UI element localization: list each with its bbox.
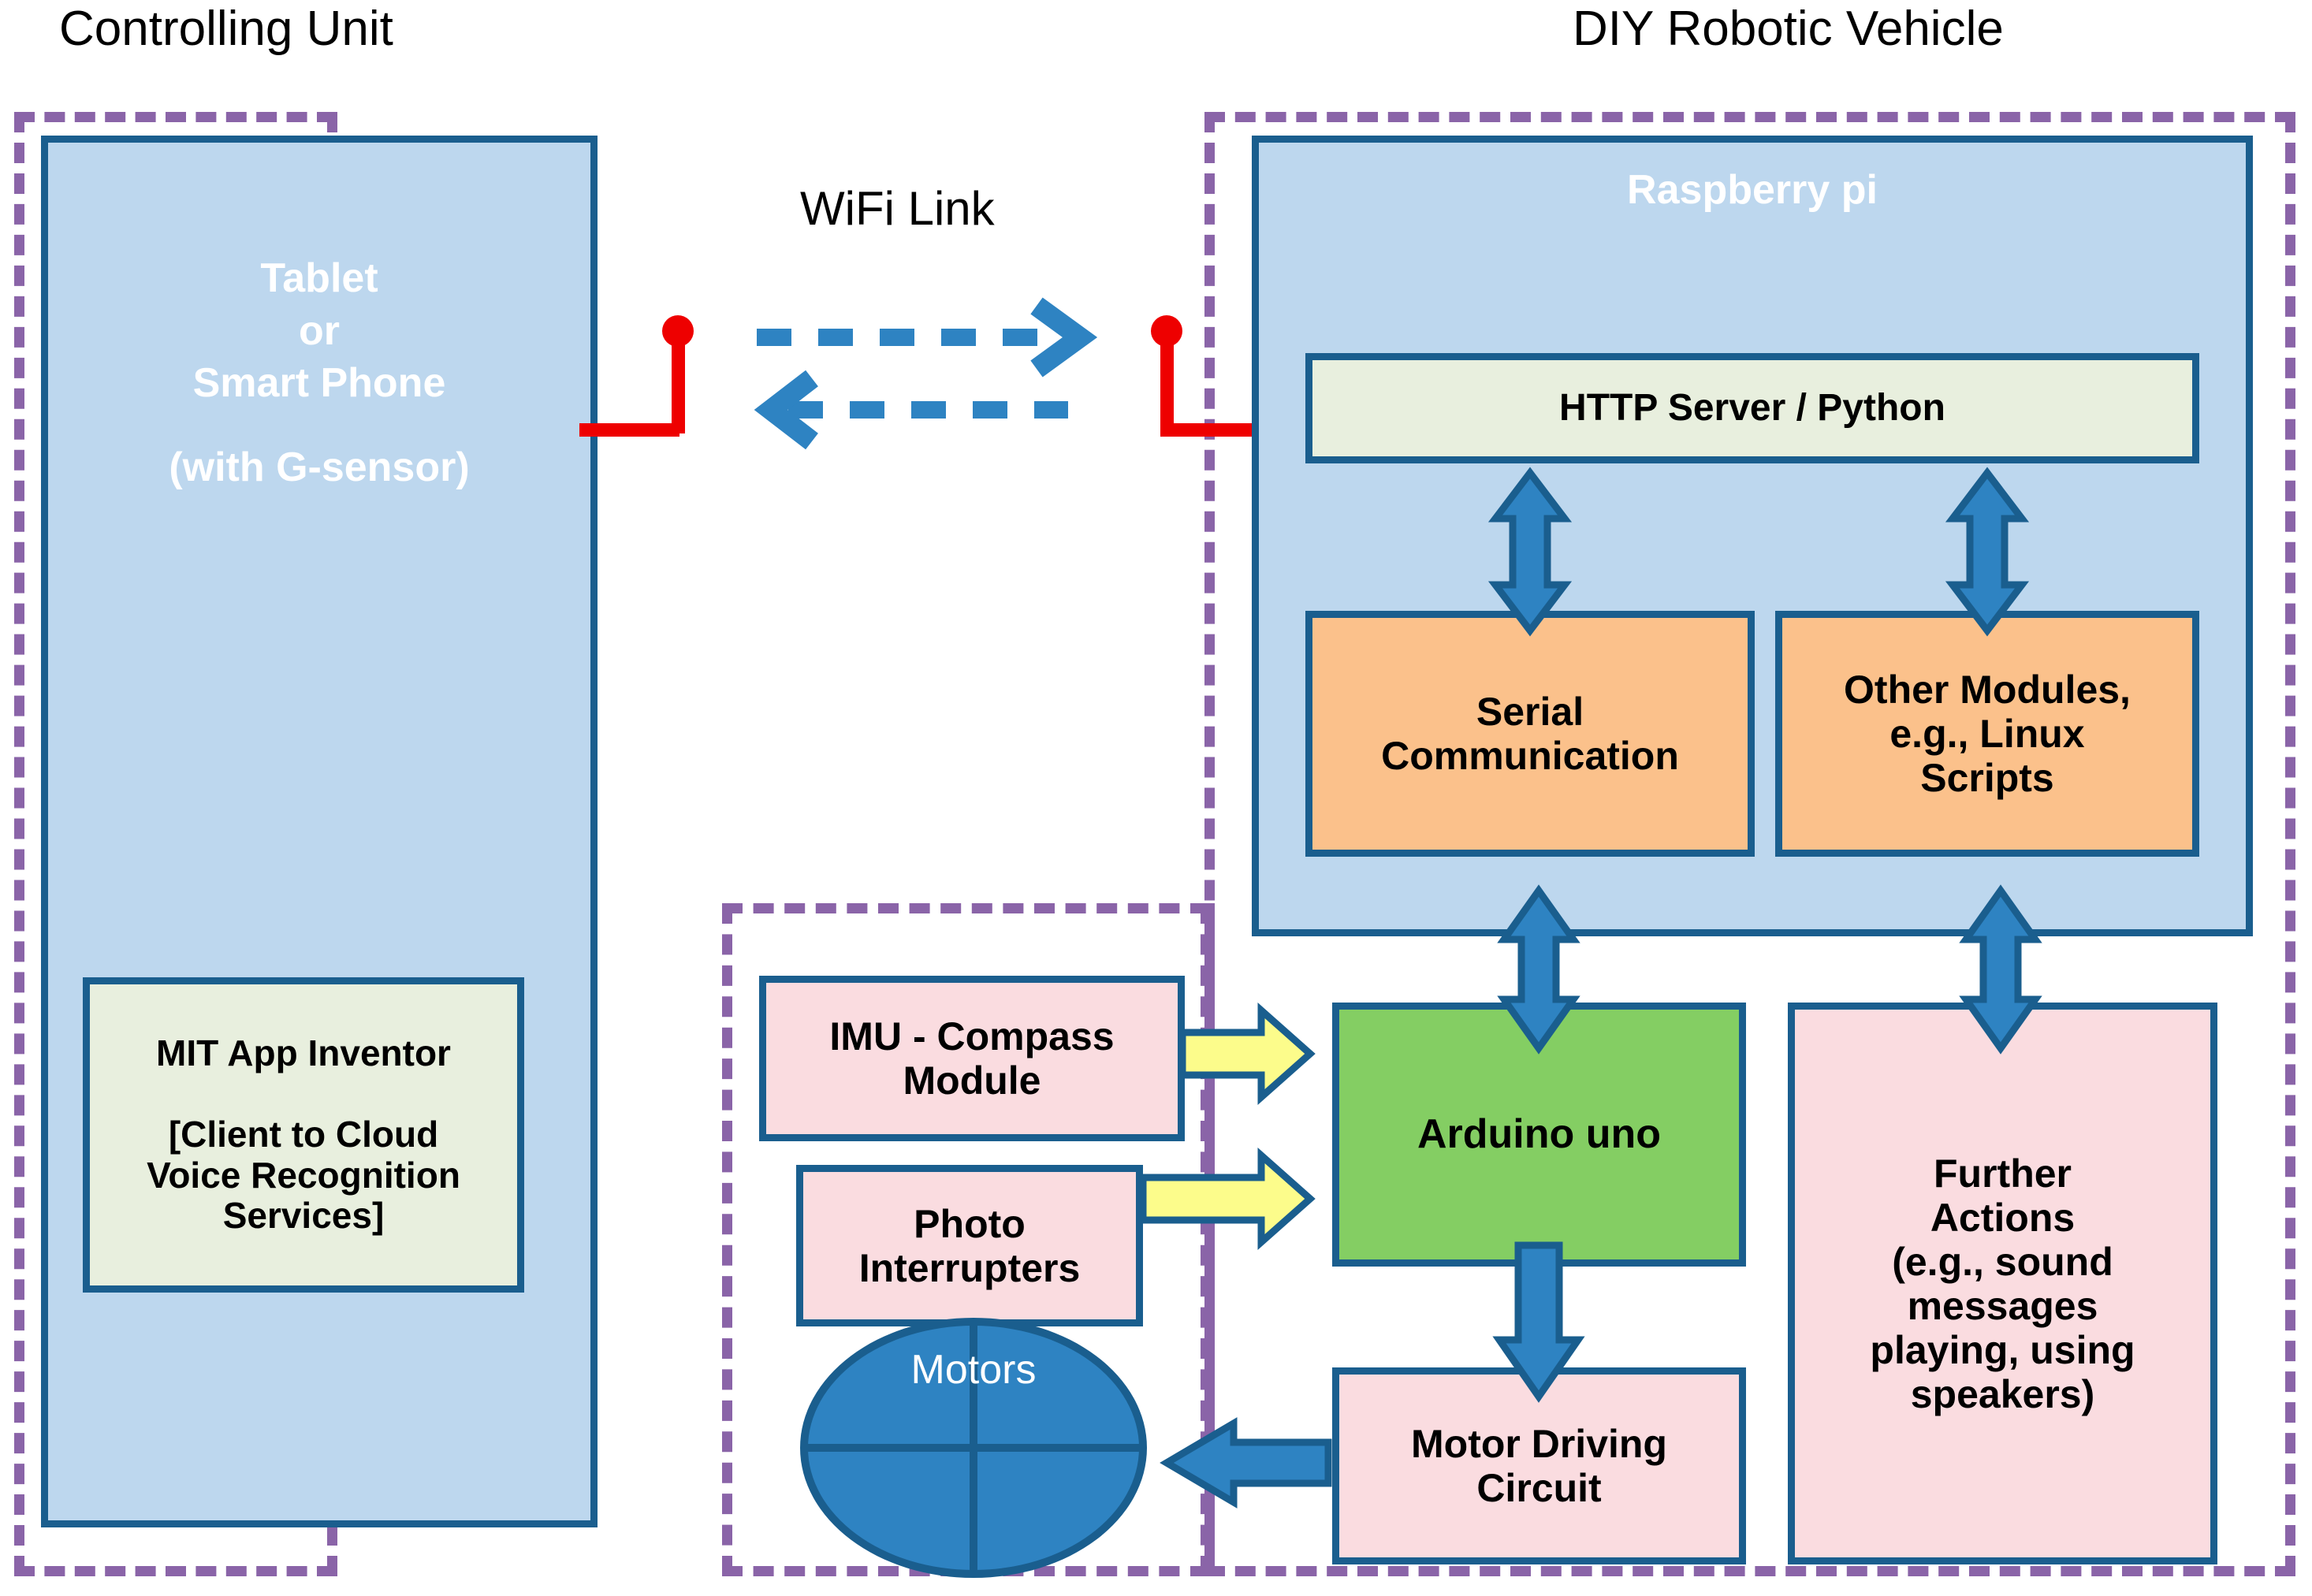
- photo-line-2: Interrupters: [858, 1245, 1081, 1290]
- motor-driving-circuit-box[interactable]: Motor Driving Circuit: [1332, 1367, 1746, 1564]
- mit-app-inventor-text: MIT App Inventor [Client to Cloud Voice …: [90, 1032, 517, 1237]
- further-actions-line-3: (e.g., sound: [1892, 1239, 2113, 1284]
- motor-driver-line-2: Circuit: [1476, 1466, 1602, 1510]
- other-modules-box[interactable]: Other Modules, e.g., Linux Scripts: [1775, 611, 2199, 857]
- photo-interrupters-box[interactable]: Photo Interrupters: [796, 1165, 1143, 1326]
- serial-line-2: Communication: [1381, 734, 1679, 778]
- arduino-uno-label: Arduino uno: [1417, 1111, 1662, 1158]
- mit-line-3: Voice Recognition: [147, 1154, 460, 1196]
- serial-communication-box[interactable]: Serial Communication: [1305, 611, 1755, 857]
- serial-line-1: Serial: [1476, 690, 1584, 734]
- http-server-label: HTTP Server / Python: [1559, 387, 1945, 430]
- raspberry-pi-label: Raspberry pi: [1627, 167, 1878, 213]
- wifi-downlink-arrow: [754, 370, 1068, 450]
- mit-app-inventor-box[interactable]: MIT App Inventor [Client to Cloud Voice …: [83, 977, 524, 1293]
- mit-line-2: [Client to Cloud: [168, 1114, 439, 1155]
- imu-line-1: IMU - Compass: [829, 1014, 1115, 1058]
- further-actions-box[interactable]: Further Actions (e.g., sound messages pl…: [1788, 1003, 2217, 1564]
- photo-interrupters-label: Photo Interrupters: [803, 1202, 1136, 1290]
- tablet-line-4: (with G-sensor): [169, 444, 470, 490]
- other-modules-label: Other Modules, e.g., Linux Scripts: [1782, 668, 2192, 800]
- tablet-line-1: Tablet: [260, 255, 378, 301]
- further-actions-line-2: Actions: [1930, 1195, 2076, 1240]
- imu-compass-module-box[interactable]: IMU - Compass Module: [759, 976, 1185, 1141]
- shared-boundary-divider: [1204, 903, 1215, 1576]
- further-actions-line-6: speakers): [1910, 1371, 2095, 1416]
- motors-label: Motors: [910, 1347, 1037, 1393]
- motor-driving-circuit-label: Motor Driving Circuit: [1339, 1422, 1739, 1510]
- other-modules-line-1: Other Modules,: [1844, 668, 2131, 712]
- other-modules-line-3: Scripts: [1920, 756, 2054, 800]
- right-antenna-stem: [1160, 339, 1174, 433]
- imu-compass-module-label: IMU - Compass Module: [766, 1014, 1178, 1103]
- wheel-horizontal-spoke: [808, 1444, 1139, 1452]
- serial-communication-label: Serial Communication: [1312, 690, 1748, 778]
- imu-line-2: Module: [903, 1058, 1041, 1103]
- left-antenna-connector: [579, 315, 713, 441]
- left-antenna-stem: [672, 339, 685, 433]
- further-actions-line-5: playing, using: [1870, 1327, 2135, 1372]
- left-antenna-lead: [579, 423, 679, 437]
- tablet-device-box[interactable]: [41, 136, 598, 1527]
- arduino-uno-box[interactable]: Arduino uno: [1332, 1003, 1746, 1267]
- motors-wheel[interactable]: Motors: [800, 1318, 1147, 1578]
- motor-driver-line-1: Motor Driving: [1411, 1422, 1667, 1466]
- controlling-unit-title: Controlling Unit: [59, 2, 393, 56]
- tablet-device-label: Tablet or Smart Phone (with G-sensor): [41, 252, 598, 493]
- wifi-link-label: WiFi Link: [800, 182, 995, 235]
- vehicle-boundary: [1204, 112, 2295, 1576]
- tablet-line-3: Smart Phone: [192, 360, 446, 407]
- other-modules-line-2: e.g., Linux: [1889, 712, 2085, 756]
- mit-line-4: Services]: [222, 1195, 385, 1237]
- http-server-box[interactable]: HTTP Server / Python: [1305, 353, 2199, 463]
- diy-robotic-vehicle-title: DIY Robotic Vehicle: [1573, 2, 2004, 56]
- further-actions-line-1: Further: [1934, 1151, 2072, 1196]
- mit-line-1: MIT App Inventor: [156, 1032, 451, 1074]
- wifi-uplink-arrow: [757, 297, 1098, 378]
- tablet-line-2: or: [299, 307, 340, 354]
- further-actions-line-4: messages: [1907, 1283, 2098, 1328]
- further-actions-label: Further Actions (e.g., sound messages pl…: [1795, 1151, 2210, 1416]
- photo-line-1: Photo: [914, 1201, 1026, 1246]
